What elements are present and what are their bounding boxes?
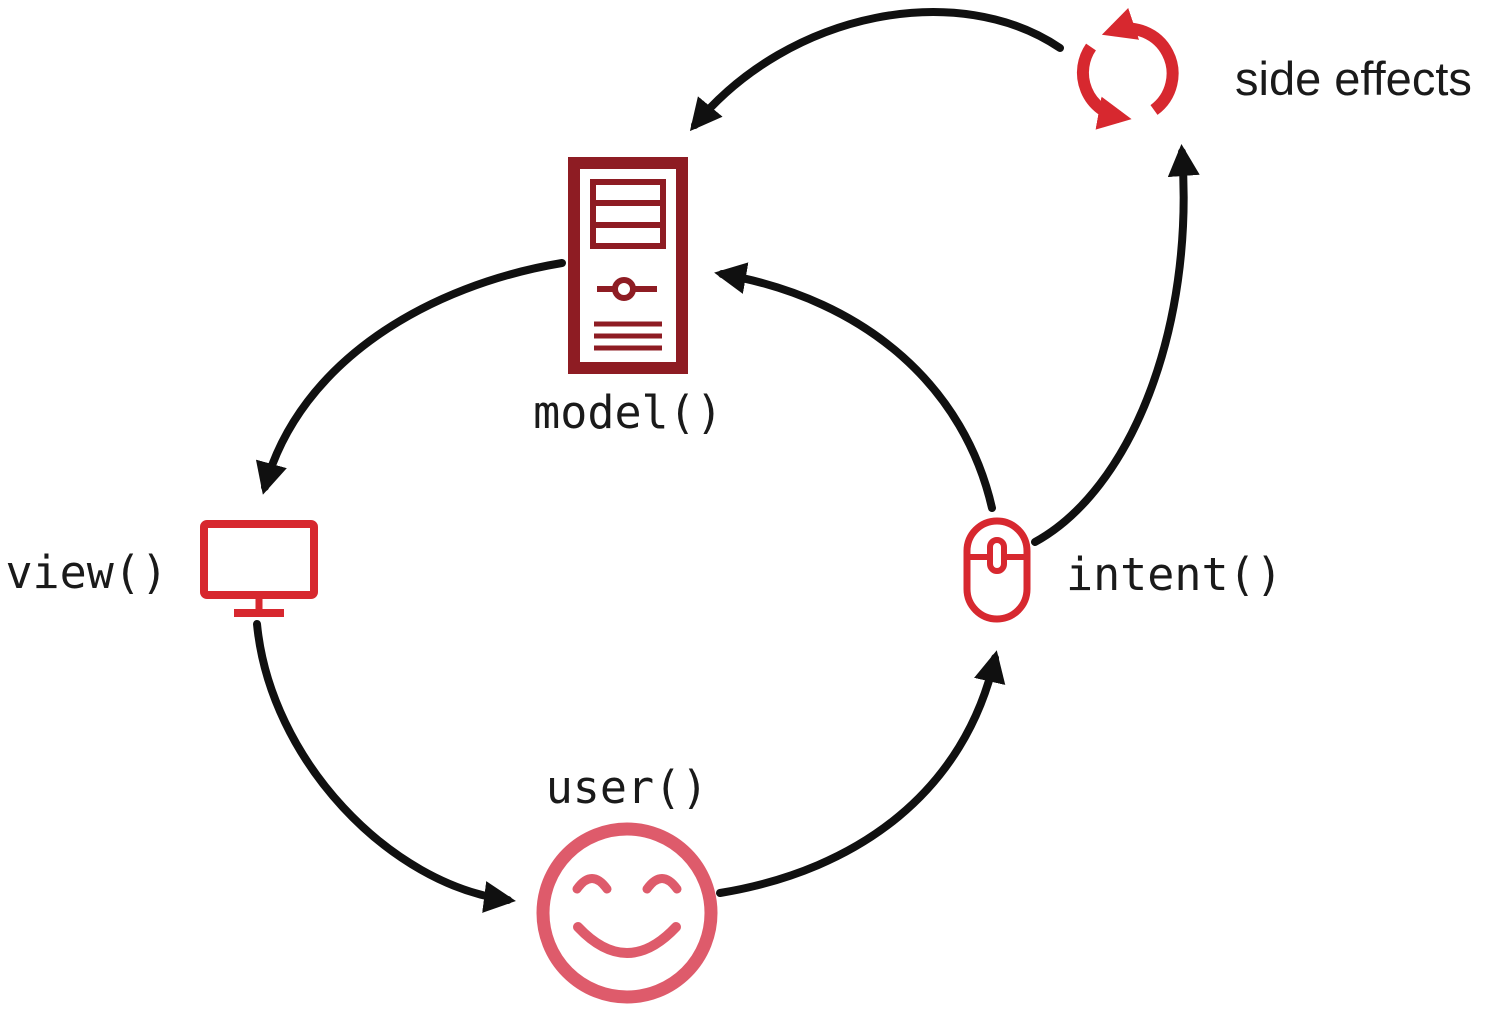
smiley-face-icon [536,822,718,1004]
edge-user-to-intent [716,650,1006,897]
edge-intent-to-sideeffects [1031,144,1200,546]
edge-sideeffects-to-model [689,8,1064,132]
mouse-icon [963,517,1031,623]
edges [253,8,1200,913]
intent-label: intent() [1066,548,1283,601]
edge-intent-to-model [714,262,996,512]
edge-view-to-user [253,620,516,913]
model-label: model() [533,386,723,439]
sync-icon [1076,8,1179,130]
user-label: user() [546,761,709,814]
server-icon [568,157,688,374]
view-label: view() [5,546,168,599]
side-effects-label: side effects [1235,52,1472,105]
edge-model-to-view [255,259,566,495]
monitor-icon [200,520,318,617]
